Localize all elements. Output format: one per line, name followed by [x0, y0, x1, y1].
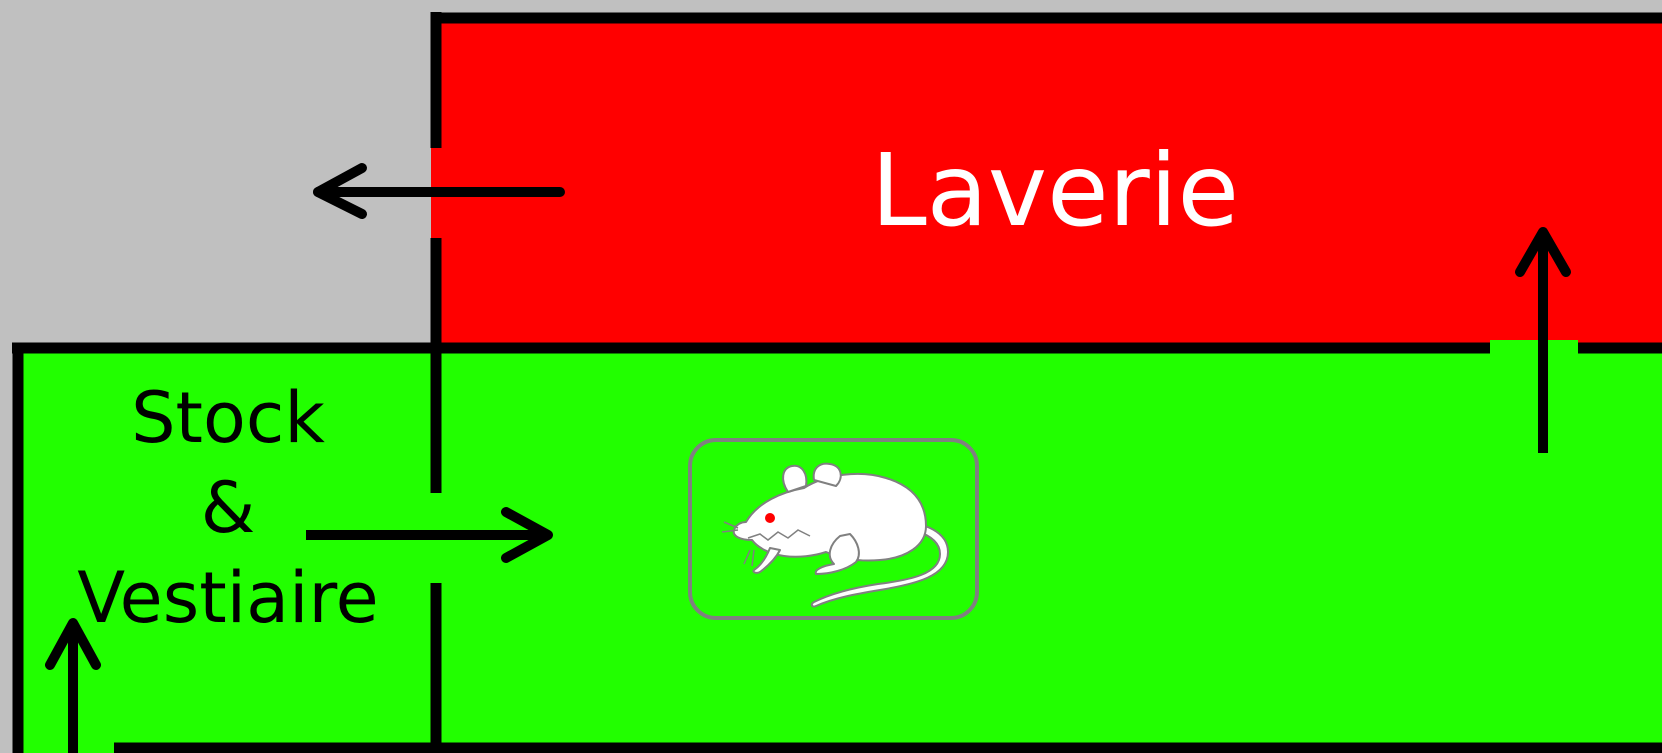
walls [12, 12, 1662, 753]
arrow-laverie-exit-left-icon [313, 163, 565, 219]
laverie-room [436, 18, 1662, 348]
stock-label-line1: Stock [131, 377, 325, 459]
stock-label-line3: Vestiaire [77, 557, 379, 639]
arrow-green-to-laverie-icon [1515, 227, 1571, 453]
flow-arrows [45, 163, 1571, 753]
animal-frame [688, 438, 979, 620]
mouse-icon [721, 462, 949, 608]
arrow-entry-up-icon [45, 618, 101, 753]
laverie-green-door [1490, 340, 1578, 354]
stock-label-line2: & [201, 467, 256, 549]
laverie-label: Laverie [871, 132, 1239, 249]
arrow-stock-to-green-icon [306, 507, 553, 563]
